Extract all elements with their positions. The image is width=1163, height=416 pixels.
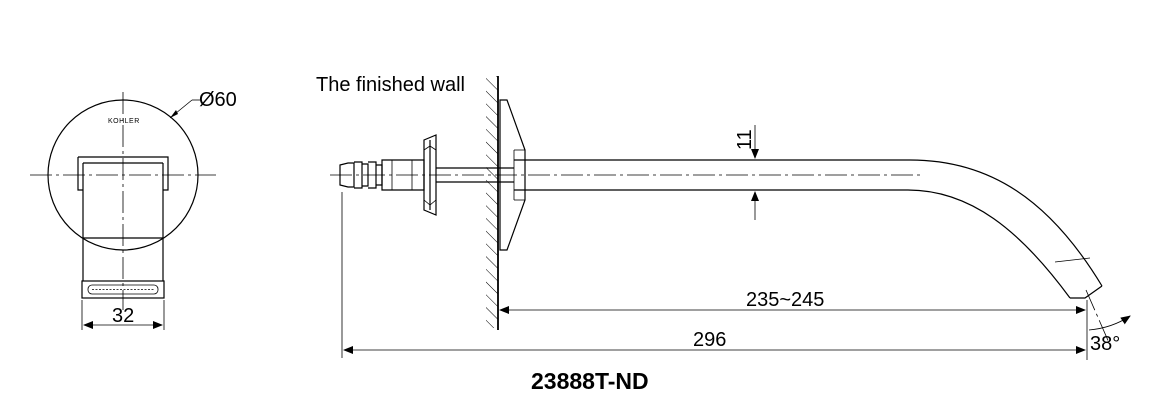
outlet-angle-line: [1085, 289, 1111, 346]
aerator-slot: [87, 284, 159, 295]
front-view: KOHLER Ø60 32: [30, 89, 237, 330]
angle-label: 38°: [1090, 333, 1120, 355]
spout-top-edge: [514, 159, 1103, 287]
wall-hatching: [486, 76, 498, 328]
wall-label: The finished wall: [316, 74, 465, 96]
spout-dim-label: 11: [734, 129, 756, 150]
brand-logo: KOHLER: [108, 118, 140, 125]
model-number: 23888T-ND: [531, 368, 649, 394]
width-label: 32: [112, 305, 134, 327]
diameter-label: Ø60: [199, 89, 237, 111]
total-length-label: 296: [693, 329, 726, 351]
angle-arc: [1088, 315, 1131, 331]
spout-top-block: [78, 156, 169, 191]
spout-body-sides: [82, 163, 164, 281]
spout-tip: [1070, 285, 1103, 299]
spout-bottom-edge: [514, 189, 1071, 299]
reach-range-label: 235~245: [746, 289, 824, 311]
threaded-inlet: [339, 162, 355, 188]
spout-outlet: [81, 280, 165, 299]
side-view: The finished wall 11: [316, 74, 1131, 360]
